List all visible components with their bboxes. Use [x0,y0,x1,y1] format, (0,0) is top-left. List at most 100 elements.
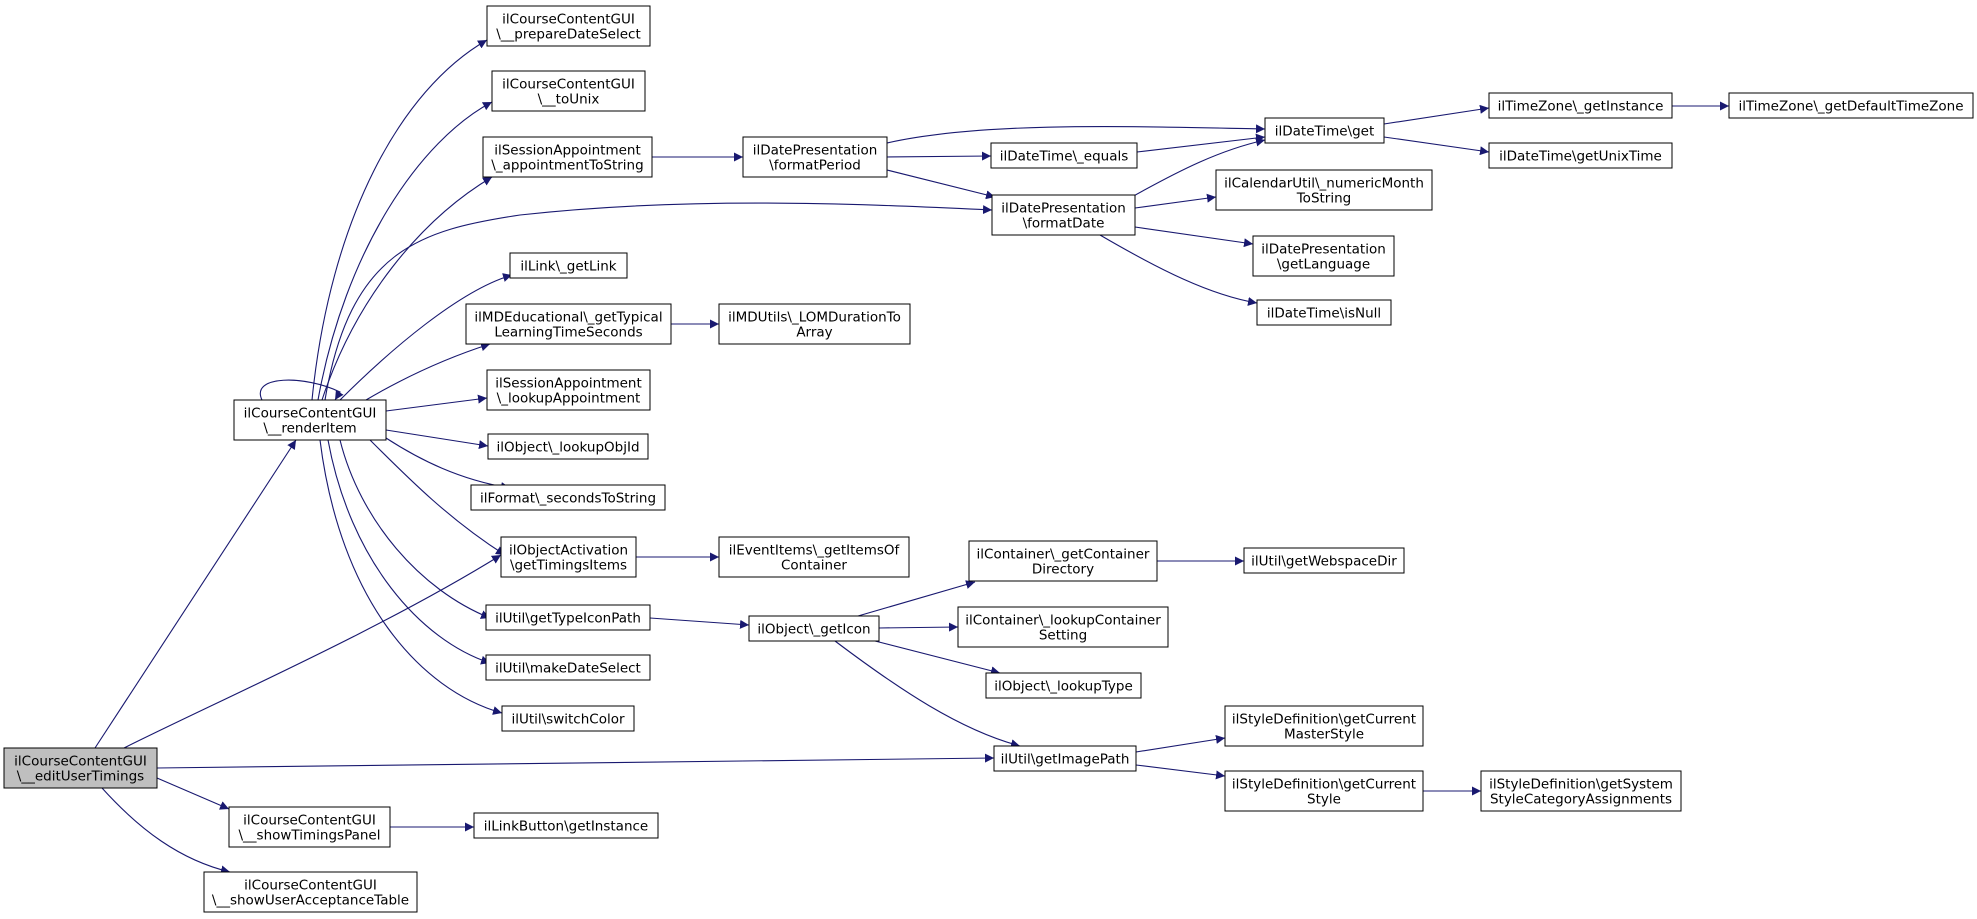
node-timezone-get-instance[interactable]: ilTimeZone\_getInstance [1488,92,1673,119]
node-format-period[interactable]: ilDatePresentation\formatPeriod [742,136,888,178]
edge-path [327,439,491,665]
node-label-line: Container [781,558,847,574]
node-label-line: \_appointmentToString [491,158,643,174]
node-md-educational[interactable]: ilMDEducational\_getTypicalLearningTimeS… [465,303,672,345]
edge-path [834,640,1021,749]
edges [94,39,1729,875]
node-get-timings-items[interactable]: ilObjectActivation\getTimingsItems [500,536,637,578]
node-appointment-to-string[interactable]: ilSessionAppointment\_appointmentToStrin… [482,136,653,178]
edge-render-item-to-to-unix [317,101,493,401]
node-label-line: ilTimeZone\_getInstance [1498,99,1664,115]
edge-get-image-path-to-current-master-style [1135,734,1226,753]
node-label-line: ilSessionAppointment [494,143,641,159]
node-datetime-equals[interactable]: ilDateTime\_equals [990,142,1138,169]
node-datetime-get[interactable]: ilDateTime\get [1264,117,1385,144]
edge-path [1135,764,1226,780]
edge-path [339,439,491,619]
node-label-line: ilSessionAppointment [495,376,642,392]
node-format-date[interactable]: ilDatePresentation\formatDate [991,194,1136,236]
node-edit-user-timings[interactable]: ilCourseContentGUI\__editUserTimings [3,747,158,789]
node-get-unix-time[interactable]: ilDateTime\getUnixTime [1488,142,1673,169]
node-label-line: ilTimeZone\_getDefaultTimeZone [1738,99,1963,115]
edge-render-item-to-il-link-get-link [339,273,513,401]
edge-path [1383,136,1490,156]
node-box [485,654,651,681]
edge-render-item-to-switch-color [319,439,503,715]
edge-format-date-to-is-null [1099,234,1258,306]
node-box [1264,117,1385,144]
node-is-null[interactable]: ilDateTime\isNull [1256,299,1392,326]
edge-render-item-to-lookup-appointment [385,394,488,412]
node-prepare-date-select[interactable]: ilCourseContentGUI\__prepareDateSelect [486,5,651,47]
node-get-language[interactable]: ilDatePresentation\getLanguage [1252,235,1395,277]
node-label-line: ilObjectActivation [509,543,628,559]
edge-get-icon-to-get-image-path [834,640,1021,749]
node-get-image-path[interactable]: ilUtil\getImagePath [993,745,1137,772]
node-il-link-get-link[interactable]: ilLink\_getLink [509,252,628,279]
node-label-line: \__prepareDateSelect [496,27,641,43]
node-box [500,536,637,578]
node-show-timings-panel[interactable]: ilCourseContentGUI\__showTimingsPanel [228,806,391,848]
node-label-line: Style [1307,792,1341,808]
edge-edit-user-timings-to-get-image-path [156,753,995,769]
edge-edit-user-timings-to-show-user-acceptance [101,787,231,875]
node-system-style-assignments[interactable]: ilStyleDefinition\getSystemStyleCategory… [1480,770,1682,812]
node-get-type-icon-path[interactable]: ilUtil\getTypeIconPath [485,604,651,631]
edge-render-item-to-md-educational [365,342,491,401]
node-label-line: MasterStyle [1284,727,1364,743]
node-label-line: Setting [1039,628,1087,644]
node-label-line: ilUtil\switchColor [511,712,625,728]
edge-edit-user-timings-to-get-timings-items [123,554,502,749]
node-lookup-type[interactable]: ilObject\_lookupType [985,672,1142,699]
node-box [473,812,659,839]
node-show-user-acceptance[interactable]: ilCourseContentGUI\__showUserAcceptanceT… [203,871,418,913]
node-label-line: ilCourseContentGUI [244,406,377,422]
node-webspace-dir[interactable]: ilUtil\getWebspaceDir [1243,547,1405,574]
edge-datetime-get-to-timezone-get-instance [1383,104,1490,125]
node-box [1224,770,1424,812]
edge-path [156,753,995,769]
node-link-button-get-instance[interactable]: ilLinkButton\getInstance [473,812,659,839]
node-box [957,606,1169,648]
node-switch-color[interactable]: ilUtil\switchColor [501,705,635,732]
edge-render-item-to-make-date-select [327,439,491,665]
node-box [233,399,387,441]
node-lookup-obj-id[interactable]: ilObject\_lookupObjId [487,433,649,460]
node-label-line: Array [796,325,832,341]
edge-path [874,640,1001,676]
node-seconds-to-string[interactable]: ilFormat\_secondsToString [470,484,666,511]
edge-datetime-equals-to-datetime-get [1136,133,1266,153]
edge-path [339,273,513,401]
node-lookup-appointment[interactable]: ilSessionAppointment\_lookupAppointment [486,369,651,411]
node-label-line: ilUtil\getTypeIconPath [495,611,641,627]
edge-format-period-to-datetime-get [886,124,1266,144]
edge-edit-user-timings-to-show-timings-panel [156,777,230,810]
node-box [465,303,672,345]
node-box [487,433,649,460]
node-label-line: Directory [1032,562,1094,578]
node-label-line: ilDateTime\get [1275,124,1375,140]
node-make-date-select[interactable]: ilUtil\makeDateSelect [485,654,651,681]
node-label-line: ilCourseContentGUI [14,754,147,770]
node-to-unix[interactable]: ilCourseContentGUI\__toUnix [491,70,646,112]
node-timezone-default[interactable]: ilTimeZone\_getDefaultTimeZone [1728,92,1974,119]
edge-get-icon-to-lookup-type [874,640,1001,676]
node-box [1252,235,1395,277]
node-render-item[interactable]: ilCourseContentGUI\__renderItem [233,399,387,441]
node-box [1215,169,1433,211]
node-box [501,705,635,732]
node-box [3,747,158,789]
edge-path [319,439,503,715]
node-get-icon[interactable]: ilObject\_getIcon [748,615,880,642]
node-label-line: ilMDEducational\_getTypical [474,310,662,326]
edge-get-type-icon-path-to-get-icon [649,617,750,629]
node-label-line: \_lookupAppointment [497,391,641,407]
node-box [1256,299,1392,326]
